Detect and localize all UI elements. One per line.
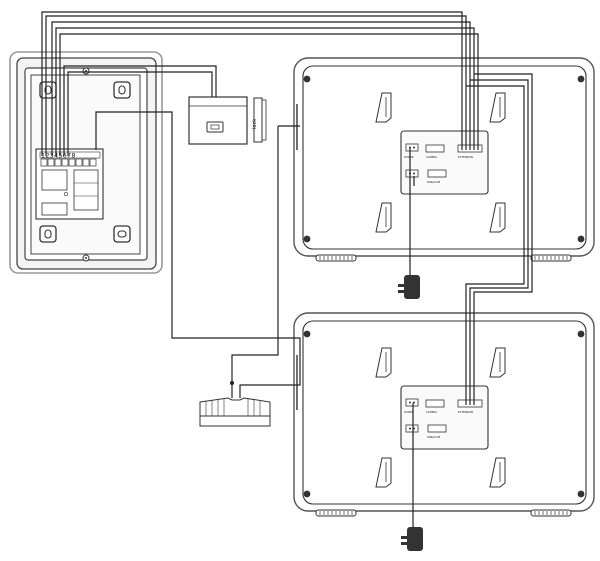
mounting-slot (39, 225, 57, 243)
bracket-mount-icon (375, 347, 392, 378)
monitor-1-port-label-camera: CAMERA (426, 155, 437, 159)
monitor-2-port-label-camera: CAMERA (426, 410, 437, 414)
power-adapter-icon (398, 275, 420, 299)
screw-icon (303, 330, 311, 338)
screw-icon (303, 235, 311, 243)
monitor-2-port-label-extension: EXTENSION (458, 410, 473, 414)
bracket-mount-icon (375, 202, 392, 233)
strike-plate (253, 97, 263, 143)
screw-icon (303, 75, 311, 83)
door-lock: lock (188, 96, 267, 145)
bracket-mount-icon (489, 92, 506, 123)
screw-icon (577, 75, 585, 83)
speaker-grille-icon (315, 509, 357, 517)
monitor-2-port-label-ringcam: RING/CAM (427, 435, 440, 439)
door-lock-label: lock (252, 119, 258, 129)
bracket-mount-icon (375, 92, 392, 123)
speaker-grille-icon (530, 254, 572, 262)
terminal-numbers-label: 12345678 (41, 152, 76, 160)
bracket-mount-icon (489, 202, 506, 233)
monitor-2-port-label-power: POWER (404, 410, 414, 414)
screw-icon (85, 257, 87, 259)
power-adapter-icon (401, 527, 423, 551)
monitor-2-connection-panel: POWER CAMERA EXTENSION RING/CAM (400, 385, 489, 450)
terminal-block: 12345678 (35, 148, 104, 220)
exit-button-icon (199, 397, 271, 427)
bracket-mount-icon (489, 457, 506, 488)
bracket-mount-icon (375, 457, 392, 488)
screw-icon (577, 235, 585, 243)
monitor-1-port-label-ringcam: RING/CAM (427, 180, 440, 184)
screw-icon (577, 330, 585, 338)
indoor-monitor-2: POWER CAMERA EXTENSION RING/CAM (293, 312, 595, 517)
wiring (41, 11, 533, 527)
terminal-screws (40, 158, 97, 167)
outdoor-station: 12345678 (9, 51, 163, 274)
monitor-1-port-label-extension: EXTENSION (458, 155, 473, 159)
screw-icon (303, 490, 311, 498)
indoor-monitor-1: POWER CAMERA EXTENSION RING/CAM (293, 57, 595, 262)
mounting-slot (113, 81, 131, 99)
door-lock-icon (188, 96, 248, 145)
mounting-slot (113, 225, 131, 243)
wire-junction (230, 381, 234, 385)
speaker-grille-icon (530, 509, 572, 517)
bracket-mount-icon (489, 347, 506, 378)
speaker-grille-icon (315, 254, 357, 262)
monitor-1-port-label-power: POWER (404, 155, 414, 159)
screw-icon (577, 490, 585, 498)
